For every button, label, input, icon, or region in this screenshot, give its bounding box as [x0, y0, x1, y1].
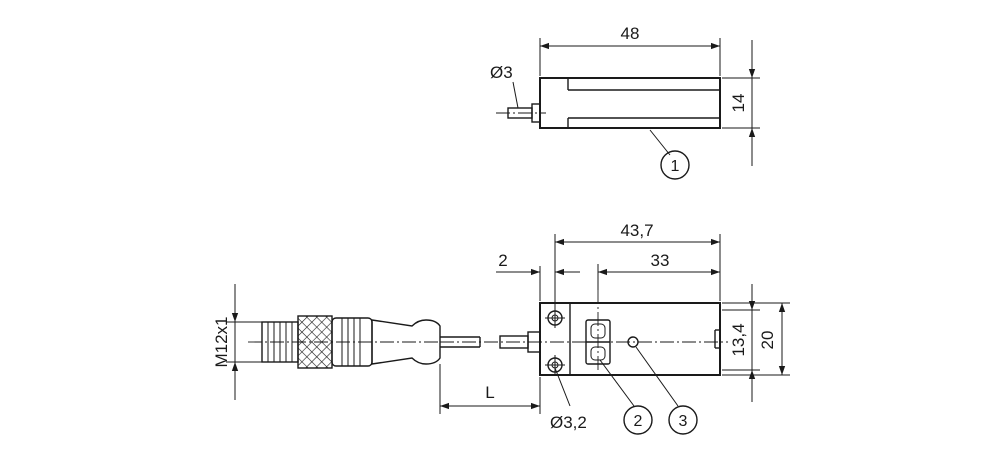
sensor-body-top	[539, 77, 721, 129]
top-view: Ø3 48 14 1	[490, 24, 760, 180]
hole-diameter-label: Ø3,2	[550, 413, 587, 432]
dim-inner-height-label: 13,4	[729, 323, 748, 356]
callout-2-label: 2	[634, 413, 643, 430]
dim-hole-spacing-label: 33	[651, 251, 670, 270]
thread-label: M12x1	[212, 316, 231, 367]
callout-1-circle	[660, 150, 690, 180]
dim-offset-label: 2	[498, 251, 507, 270]
dim-height-label: 14	[729, 94, 748, 113]
cable-length-label: L	[485, 383, 494, 402]
callout-3-circle	[668, 405, 698, 435]
bottom-view: M12x1 L 43,7 33 2 13,4 20 Ø3,2	[212, 221, 790, 435]
dim-outer-height-label: 20	[758, 331, 777, 350]
cable-diameter-label: Ø3	[490, 63, 513, 82]
callout-3-label: 3	[679, 413, 688, 430]
sensor-body-bottom	[539, 302, 721, 376]
dim-overall-label: 43,7	[620, 221, 653, 240]
callout-1-label: 1	[671, 158, 680, 175]
dim-length-label: 48	[621, 24, 640, 43]
callout-2-circle	[623, 405, 653, 435]
